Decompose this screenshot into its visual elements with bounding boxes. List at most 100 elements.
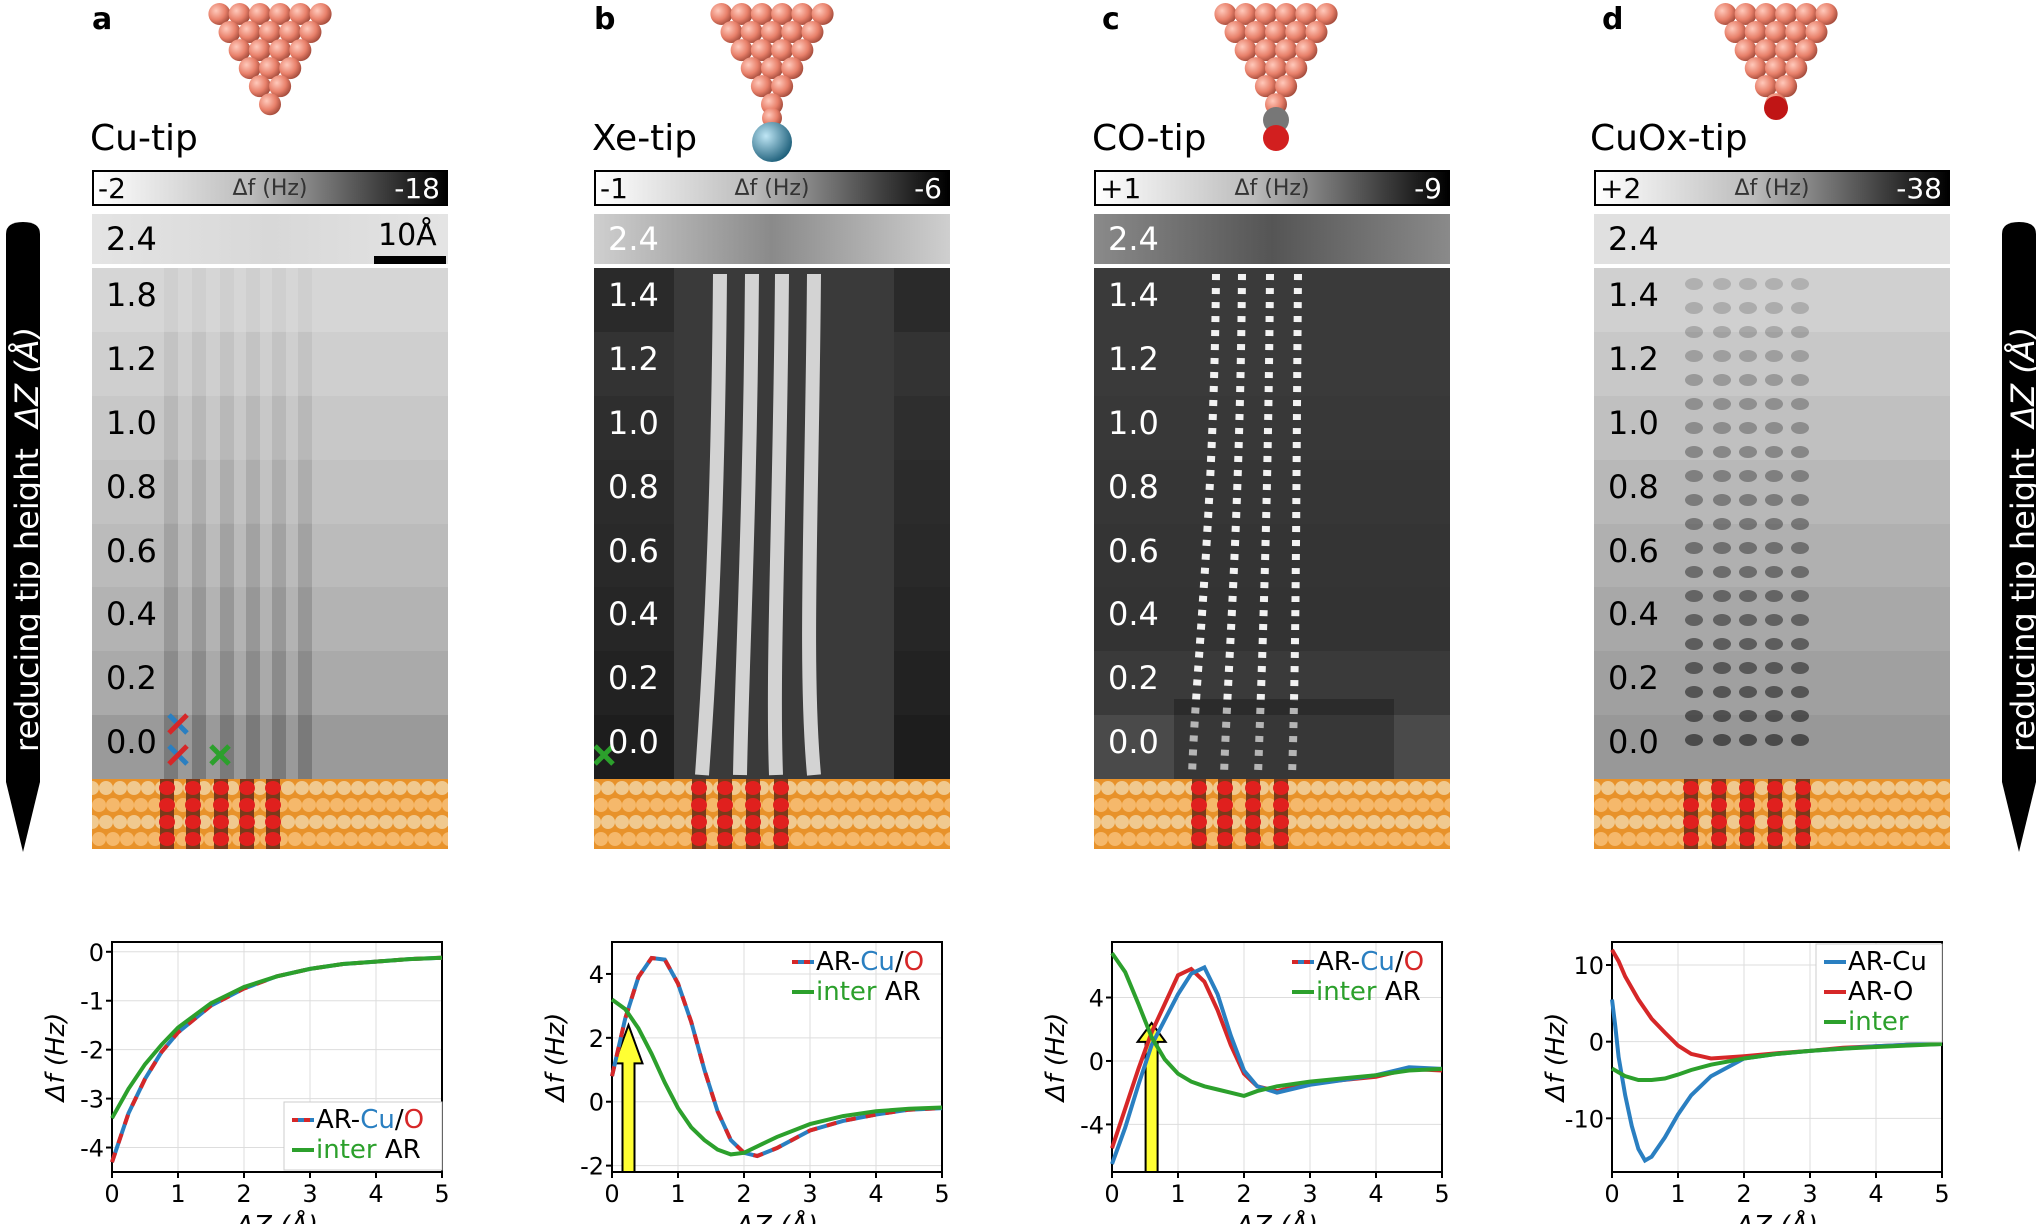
cu-atom	[781, 21, 804, 44]
cu-atom	[1315, 3, 1338, 25]
height-label: 2.4	[608, 220, 659, 258]
surface-atom	[1916, 798, 1930, 812]
cu-atom	[309, 3, 332, 25]
surface-atom	[134, 798, 148, 812]
height-label: 0.4	[1108, 595, 1159, 634]
atom-spot	[1765, 302, 1783, 314]
x-tick-label: 3	[302, 1180, 317, 1208]
surface-atom	[225, 815, 239, 829]
surface-atom	[141, 815, 155, 829]
atom-row-shadow	[164, 523, 178, 588]
atom-row-shadow	[192, 331, 206, 396]
o-atom	[1795, 832, 1811, 846]
atom-row-shadow	[246, 587, 260, 652]
atom-spot	[1791, 566, 1809, 578]
surface-atom	[1601, 781, 1615, 795]
atom-row-shadow	[298, 459, 312, 524]
surface-atom	[414, 798, 428, 812]
afm-slice	[1594, 459, 1950, 524]
oxide-row	[1712, 779, 1726, 849]
height-label: 0.6	[106, 531, 157, 570]
cu-atom	[781, 57, 804, 80]
surface-atom	[1360, 832, 1374, 846]
tip-title: CuOx-tip	[1590, 118, 1748, 159]
surface-atom	[1937, 781, 1950, 795]
surface-atom	[1360, 798, 1374, 812]
x-tick-label: 1	[170, 1180, 185, 1208]
atom-row-shadow	[298, 715, 312, 779]
surface-atom	[1101, 781, 1115, 795]
surface-atom	[629, 781, 643, 795]
surface-atom	[337, 781, 351, 795]
surface-atom	[442, 798, 448, 812]
bright-stripe	[1288, 273, 1302, 776]
colorbar-min: +2	[1600, 172, 1642, 205]
atom-row-shadow	[246, 459, 260, 524]
slice-separator	[92, 264, 448, 268]
surface-atom	[358, 832, 372, 846]
atom-row-shadow	[192, 715, 206, 779]
atom-row-shadow	[164, 331, 178, 396]
cu-atom	[1744, 57, 1767, 80]
oxide-row	[160, 779, 174, 849]
surface-atom	[650, 798, 664, 812]
surface-atom	[1811, 815, 1825, 829]
atom-spot	[1739, 326, 1757, 338]
cu-atom	[279, 21, 302, 44]
atom-spot	[1685, 662, 1703, 674]
colorbar-max: -6	[914, 172, 942, 205]
atom-spot	[1739, 662, 1757, 674]
x-tick-label: 2	[236, 1180, 251, 1208]
cu-atom	[811, 3, 834, 25]
afm-slice	[1594, 715, 1950, 779]
surface-atom	[622, 832, 636, 846]
cu-tip-model-icon	[208, 3, 332, 116]
surface-atom	[1297, 781, 1311, 795]
atom-spot	[1685, 614, 1703, 626]
cu-atom	[248, 39, 271, 62]
surface-atom	[1867, 815, 1881, 829]
afm-slice	[92, 651, 448, 716]
o-atom	[717, 815, 733, 829]
surface-atom	[344, 798, 358, 812]
o-atom	[1683, 832, 1699, 846]
afm-features	[1174, 273, 1394, 779]
afm-slice	[1094, 587, 1450, 652]
surface-atom	[1622, 798, 1636, 812]
surface-atom	[1136, 832, 1150, 846]
surface-atom	[1657, 815, 1671, 829]
height-label: 0.4	[106, 595, 157, 634]
x-tick-label: 2	[1736, 1180, 1751, 1208]
o-atom	[1711, 832, 1727, 846]
surface-atom	[344, 832, 358, 846]
surface-atom	[1853, 815, 1867, 829]
tip-title: Cu-tip	[90, 118, 198, 159]
o-atom	[1711, 781, 1727, 795]
surface-atom	[309, 815, 323, 829]
afm-slice-top	[92, 214, 448, 264]
height-label: 0.8	[608, 467, 659, 506]
surface-atom	[874, 832, 888, 846]
colorbar: +1 Δf (Hz) -9	[1094, 170, 1450, 206]
x-tick-label: 1	[670, 1180, 685, 1208]
atom-spot	[1791, 278, 1809, 290]
cu-atom	[289, 39, 312, 62]
bright-stripe	[1220, 273, 1246, 776]
x-tick-label: 1	[1170, 1180, 1185, 1208]
atom-spot	[1713, 470, 1731, 482]
atom-row-shadow	[220, 523, 234, 588]
series-inter	[1110, 951, 1443, 1098]
surface-atom	[1664, 832, 1678, 846]
site-marker	[167, 713, 189, 735]
o-atom	[1764, 96, 1788, 120]
atom-spot	[1765, 278, 1783, 290]
cu-atom	[1295, 39, 1318, 62]
scale-bar	[374, 256, 446, 264]
o-atom	[239, 815, 255, 829]
afm-slice	[92, 395, 448, 460]
cu-atom	[259, 57, 281, 80]
legend-label: AR-Cu/O	[816, 947, 924, 977]
